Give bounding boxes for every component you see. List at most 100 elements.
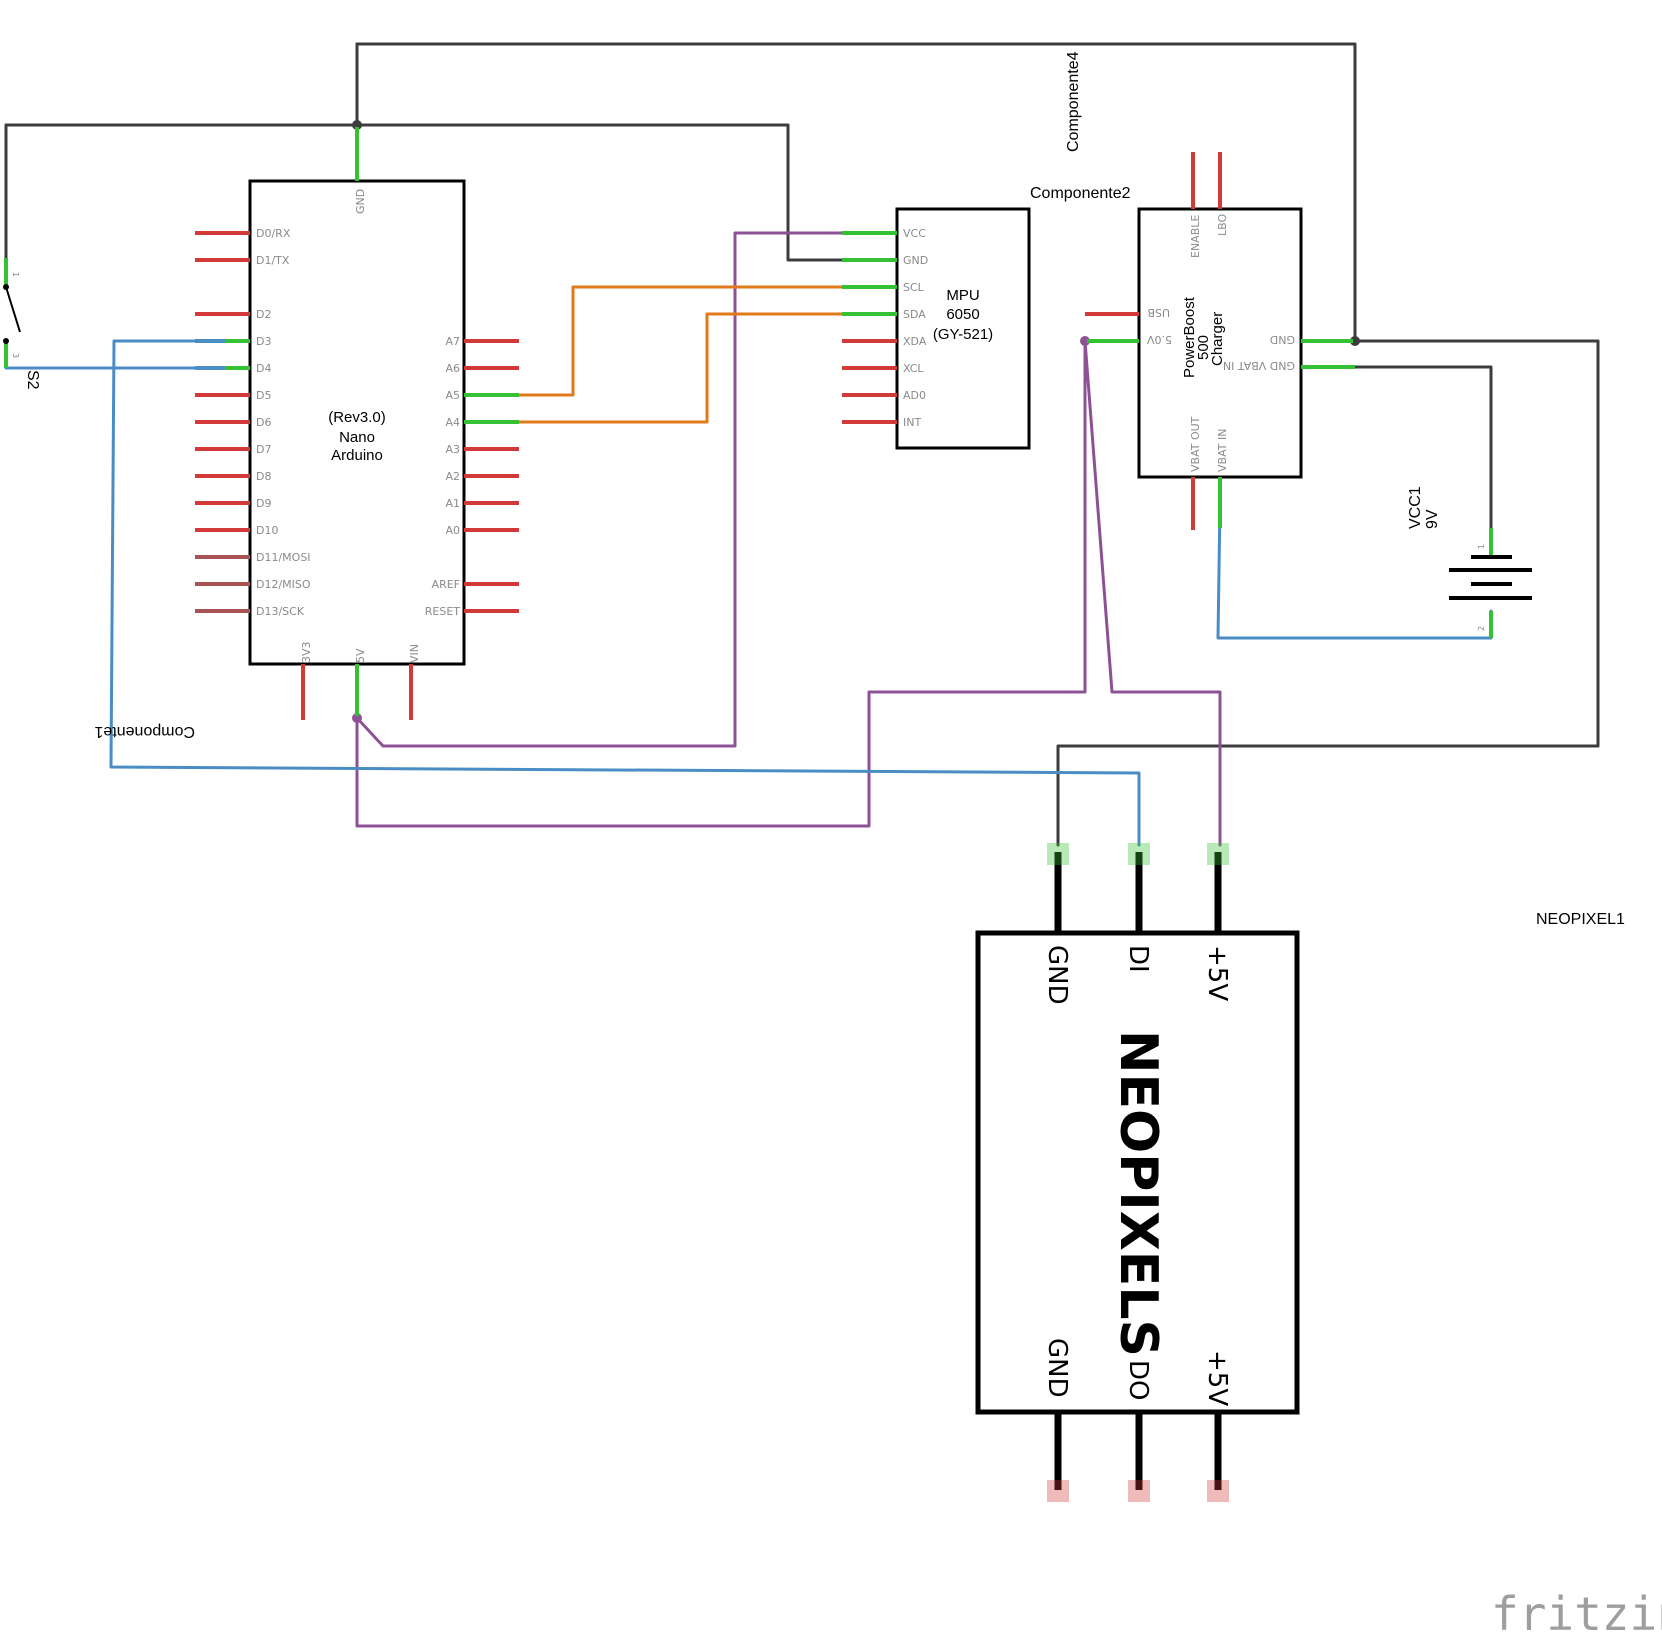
arduino-pin-label-5v: 5V <box>354 648 367 663</box>
junction-gnd-arduino <box>352 120 362 130</box>
mpu-title-line-1: MPU <box>946 287 979 304</box>
battery-pin-label-2: 2 <box>1477 626 1486 631</box>
mpu-pin-label-xda: XDA <box>903 335 927 348</box>
arduino-pin-label-d9: D9 <box>256 497 271 510</box>
gnd-wire-battery[interactable] <box>1318 365 1493 532</box>
switch-pin-label-3: 3 <box>11 353 20 358</box>
neopixel-pin-label-gnd-in: GND <box>1042 945 1072 1005</box>
powerboost-title-line-2: 500 <box>1195 335 1212 360</box>
arduino-pin-label-d5: D5 <box>256 389 271 402</box>
arduino-pin-label-d1-tx: D1/TX <box>256 254 290 267</box>
neopixel-pin-label-di: DI <box>1123 945 1153 973</box>
arduino-title-line-1: (Rev3.0) <box>328 409 386 426</box>
junctions <box>352 120 1360 723</box>
vcc-wire-arduino-5v[interactable] <box>355 339 1087 828</box>
neopixel-pad-gnd-in <box>1047 843 1069 865</box>
arduino-part-label: Componente1 <box>94 723 195 740</box>
powerboost-part-label: Componente4 <box>1065 51 1082 152</box>
switch-pin-label-1: 1 <box>11 272 20 277</box>
junction-5v-powerboost <box>1080 336 1090 346</box>
arduino-pin-label-d6: D6 <box>256 416 271 429</box>
arduino-pin-label-d7: D7 <box>256 443 271 456</box>
battery-9v[interactable]: 1 2 VCC1 9V <box>1407 486 1532 638</box>
arduino-pin-label-reset: RESET <box>425 605 461 618</box>
d4-wire-switch[interactable] <box>4 339 197 370</box>
arduino-pin-label-a7: A7 <box>445 335 460 348</box>
neopixel-pin-label-do: DO <box>1123 1360 1153 1401</box>
arduino-pin-label-a5: A5 <box>445 389 460 402</box>
neopixel-pin-label-5v-out: +5V <box>1202 1350 1232 1406</box>
neopixel-pad-gnd-out <box>1047 1480 1069 1502</box>
arduino-pin-label-aref: AREF <box>432 578 460 591</box>
neopixel-pin-label-gnd-out: GND <box>1042 1338 1072 1398</box>
junction-5v-arduino <box>352 713 362 723</box>
powerboost-pin-label-gnd: GND <box>1270 333 1295 346</box>
powerboost-pin-label-vbat-out: VBAT OUT <box>1189 416 1202 472</box>
arduino-pin-label-a0: A0 <box>445 524 460 537</box>
switch-contact-bottom <box>3 338 9 344</box>
arduino-pin-label-d3: D3 <box>256 335 271 348</box>
vcc-wire-mpu[interactable] <box>355 231 844 748</box>
neopixel-pad-di <box>1128 843 1150 865</box>
wires <box>4 42 1600 847</box>
battery-label-line-1: VCC1 <box>1407 486 1424 529</box>
arduino-pin-label-a6: A6 <box>445 362 460 375</box>
arduino-pin-label-a4: A4 <box>445 416 460 429</box>
arduino-pin-label-d11-mosi: D11/MOSI <box>256 551 311 564</box>
neopixels-part-label: NEOPIXEL1 <box>1536 911 1625 928</box>
arduino-pin-label-a3: A3 <box>445 443 460 456</box>
neopixel-pad-5v-in <box>1207 843 1229 865</box>
mpu-pin-label-scl: SCL <box>903 281 925 294</box>
arduino-pin-label-3v3: 3V3 <box>300 641 313 663</box>
arduino-pin-label-d0-rx: D0/RX <box>256 227 291 240</box>
switch-lever <box>5 286 21 333</box>
d3-wire-neopixel-di[interactable] <box>109 339 1141 847</box>
powerboost-500[interactable]: ENABLE LBO USB 5.0V GND GND VBAT IN VBAT… <box>1065 51 1355 530</box>
mpu-title-line-2: 6050 <box>946 306 979 323</box>
scl-wire[interactable] <box>517 285 844 397</box>
powerboost-pin-label-vbat-in: VBAT IN <box>1216 429 1229 472</box>
arduino-pin-label-d10: D10 <box>256 524 278 537</box>
neopixels[interactable]: GND DI +5V GND DO +5V NEOPIXELS NEOPIXEL… <box>975 843 1625 1502</box>
arduino-pin-label-d2: D2 <box>256 308 271 321</box>
mpu-pin-label-vcc: VCC <box>903 227 926 240</box>
battery-label-line-2: 9V <box>1424 509 1441 529</box>
mpu-pin-label-int: INT <box>903 416 921 429</box>
gnd-wire-neopixel[interactable] <box>1056 339 1600 847</box>
powerboost-title-line-1: PowerBoost <box>1181 296 1198 378</box>
vcc-wire-neopixel[interactable] <box>1083 339 1222 847</box>
arduino-pin-label-d12-miso: D12/MISO <box>256 578 311 591</box>
mpu-body <box>895 207 1031 450</box>
neopixels-title: NEOPIXELS <box>1108 1030 1168 1357</box>
arduino-pin-label-d4: D4 <box>256 362 271 375</box>
arduino-pin-label-d8: D8 <box>256 470 271 483</box>
powerboost-pin-label-lbo: LBO <box>1216 214 1229 236</box>
arduino-pin-label-a1: A1 <box>445 497 460 510</box>
neopixel-pad-do <box>1128 1480 1150 1502</box>
gnd-wire-arduino-bus[interactable] <box>4 123 844 262</box>
neopixel-pad-5v-out <box>1207 1480 1229 1502</box>
powerboost-title-line-3: Charger <box>1209 312 1226 366</box>
gnd-wire-top-loop[interactable] <box>355 42 1357 343</box>
mpu-title-line-3: (GY-521) <box>933 326 993 343</box>
arduino-title-line-3: Arduino <box>331 447 383 464</box>
mpu-pin-label-ad0: AD0 <box>903 389 926 402</box>
powerboost-pin-label-5v: 5.0V <box>1147 333 1172 346</box>
mpu-part-label: Componente2 <box>1030 185 1131 202</box>
sda-wire[interactable] <box>517 312 844 424</box>
arduino-pin-label-a2: A2 <box>445 470 460 483</box>
switch-s2[interactable]: 1 3 S2 <box>3 258 41 390</box>
junction-gnd-powerboost <box>1350 336 1360 346</box>
mpu-pin-label-sda: SDA <box>903 308 926 321</box>
powerboost-pin-label-enable: ENABLE <box>1189 215 1202 258</box>
mpu-pin-label-gnd: GND <box>903 254 928 267</box>
arduino-pin-label-vin: VIN <box>408 644 421 663</box>
powerboost-pin-label-gnd-vbat-in: GND VBAT IN <box>1223 359 1295 372</box>
mpu-pin-label-xcl: XCL <box>903 362 924 375</box>
arduino-pin-label-gnd: GND <box>354 189 367 214</box>
powerboost-pin-label-usb: USB <box>1147 306 1170 319</box>
